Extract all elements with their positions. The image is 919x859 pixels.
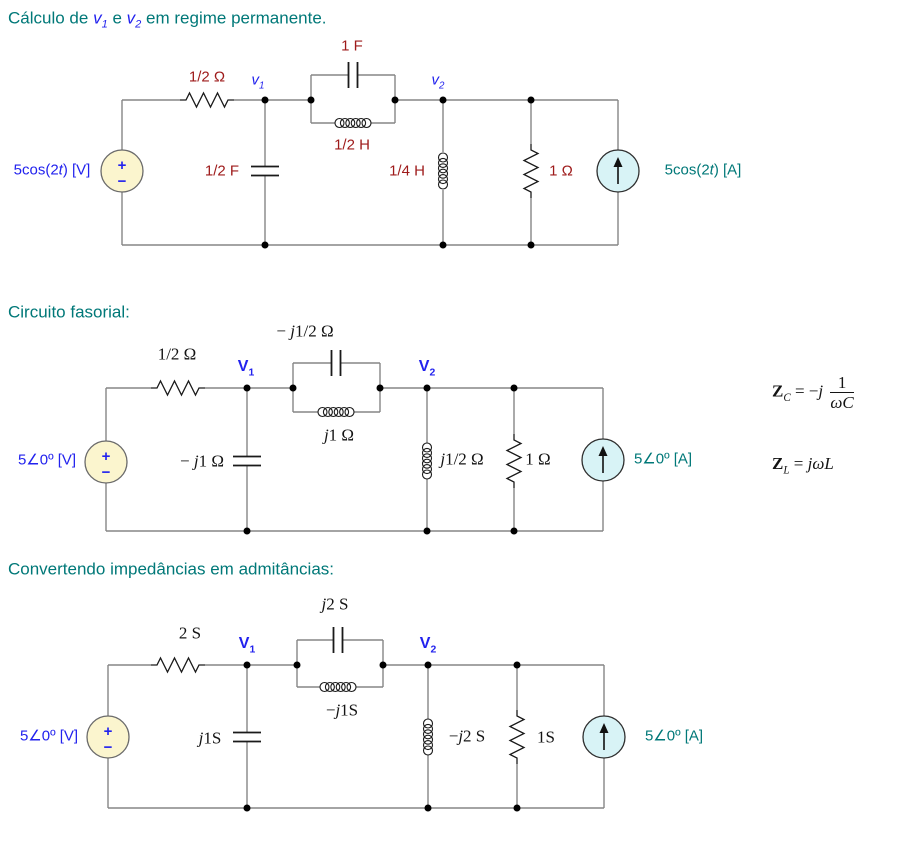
- title-circuit1: Cálculo de v1 e v2 em regime permanente.: [8, 9, 327, 30]
- c3-node-v1-label: V1: [238, 635, 256, 656]
- c1-voltage-source-label: 5cos(2t) [V]: [13, 161, 91, 179]
- c3-box-inductor: [319, 681, 357, 693]
- c2-current-source-label: 5∠0º [A]: [633, 450, 693, 468]
- c1-node-v2-label: v2: [431, 71, 445, 92]
- fraction: 1 ωC: [830, 373, 854, 412]
- c1-box-inductor: [334, 117, 372, 129]
- c2-shunt-resistor-label: 1 Ω: [525, 449, 551, 469]
- c2-shunt-inductor: [423, 443, 432, 479]
- c2-series-resistor-label: 1/2 Ω: [157, 344, 197, 364]
- c3-shunt-resistor-label: 1S: [537, 727, 555, 747]
- c2-wires: [105, 362, 604, 532]
- c1-series-resistor-label: 1/2 Ω: [188, 68, 226, 86]
- c2-box-capacitor: [330, 349, 342, 377]
- c3-shunt-resistor: [510, 710, 524, 764]
- z-symbol: Z: [772, 381, 784, 401]
- c2-node-dots: [243, 384, 518, 535]
- c2-shunt-capacitor: [232, 455, 262, 467]
- title-text: e: [112, 8, 122, 28]
- c1-node-dots: [261, 96, 535, 249]
- c1-current-source-label: 5cos(2t) [A]: [664, 161, 742, 179]
- c2-box-inductor: [317, 406, 355, 418]
- c3-node-v2-label: V2: [419, 635, 437, 656]
- c1-shunt-inductor: [439, 153, 448, 189]
- c3-shunt-capacitor-label: j1S: [198, 728, 222, 748]
- c1-series-resistor: [179, 92, 235, 108]
- c1-shunt-capacitor: [250, 165, 280, 177]
- c1-current-source: [596, 149, 640, 193]
- v2-symbol: v2: [126, 8, 142, 31]
- title-text: Cálculo de: [8, 8, 89, 28]
- c3-series-resistor: [150, 657, 206, 673]
- c1-box-inductor-label: 1/2 H: [334, 136, 370, 154]
- c2-node-v2-label: V2: [418, 358, 436, 379]
- c2-series-resistor: [150, 380, 206, 396]
- c3-box-inductor-label: −j1S: [325, 700, 359, 720]
- c1-box-capacitor: [347, 61, 359, 89]
- c3-box-capacitor-label: j2 S: [321, 594, 349, 614]
- c3-current-source-label: 5∠0º [A]: [644, 727, 704, 745]
- c3-current-source: [582, 715, 626, 759]
- title-text: em regime permanente.: [146, 8, 327, 28]
- c3-shunt-capacitor: [232, 731, 262, 743]
- title-circuit2: Circuito fasorial:: [8, 302, 130, 322]
- c3-series-resistor-label: 2 S: [178, 623, 202, 643]
- c1-shunt-resistor: [524, 144, 538, 198]
- c3-voltage-source-label: 5∠0º [V]: [19, 727, 79, 745]
- c2-shunt-inductor-label: j1/2 Ω: [440, 449, 484, 469]
- c2-current-source: [581, 438, 625, 482]
- c1-node-v1-label: v1: [251, 71, 265, 92]
- c3-shunt-inductor-label: −j2 S: [448, 726, 486, 746]
- c2-shunt-capacitor-label: − j1 Ω: [180, 451, 224, 471]
- impedance-inductor-formula: ZL = jωL: [772, 454, 834, 477]
- c2-box-capacitor-label: − j1/2 Ω: [276, 321, 334, 341]
- c2-shunt-resistor: [507, 434, 521, 488]
- z-symbol: Z: [772, 454, 784, 473]
- c2-voltage-source: [84, 440, 128, 484]
- v1-symbol: v1: [93, 8, 108, 31]
- c2-box-inductor-label: j1 Ω: [323, 425, 355, 445]
- c1-box-capacitor-label: 1 F: [341, 37, 363, 55]
- c3-voltage-source: [86, 715, 130, 759]
- c1-shunt-capacitor-label: 1/2 F: [204, 162, 240, 180]
- c3-wires: [107, 639, 605, 809]
- title-circuit3: Convertendo impedâncias em admitâncias:: [8, 559, 335, 579]
- c3-shunt-inductor: [424, 719, 433, 755]
- impedance-capacitor-formula: ZC = −j 1 ωC: [772, 373, 854, 412]
- c1-shunt-resistor-label: 1 Ω: [549, 162, 573, 180]
- c3-box-capacitor: [332, 626, 344, 654]
- c2-voltage-source-label: 5∠0º [V]: [17, 451, 77, 469]
- c1-wires: [121, 74, 619, 246]
- c3-node-dots: [243, 661, 521, 812]
- c2-node-v1-label: V1: [237, 358, 255, 379]
- c1-voltage-source: [100, 149, 144, 193]
- c1-shunt-inductor-label: 1/4 H: [389, 162, 425, 180]
